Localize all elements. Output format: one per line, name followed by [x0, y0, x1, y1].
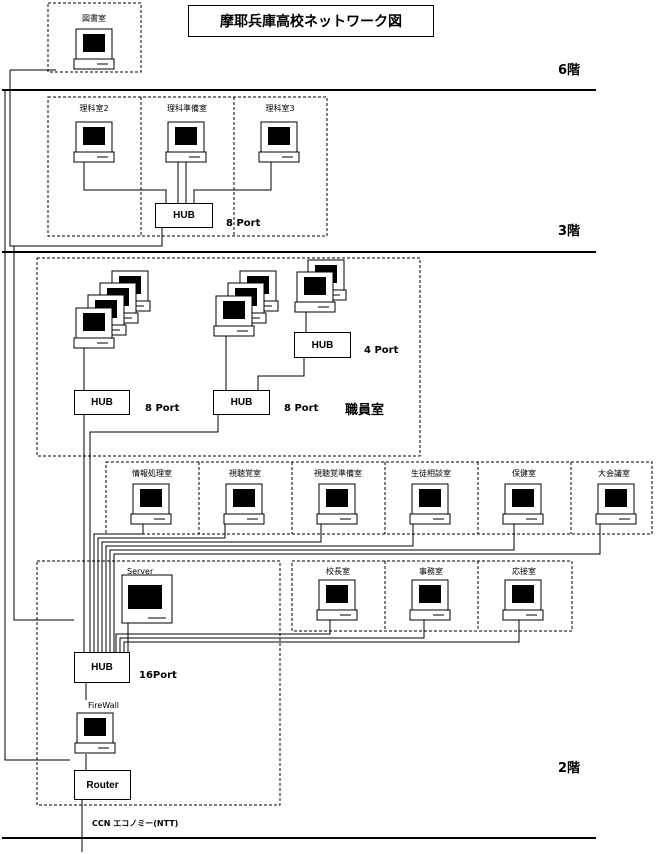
av-prep-pc: [316, 483, 358, 525]
wan-label: CCN エコノミー(NTT): [92, 819, 179, 828]
floor-label-3: 3階: [558, 224, 581, 239]
room-label-staff-room: 職員室: [345, 403, 385, 418]
port-label-staff-b: 8 Port: [284, 403, 319, 414]
floor2-main-frame: [36, 560, 281, 806]
hub-3f: HUB: [155, 203, 213, 228]
room-label-av-room: 視聴覚室: [229, 469, 261, 478]
router: Router: [74, 770, 131, 800]
science3-pc: [258, 121, 300, 163]
port-label-main: 16Port: [139, 670, 177, 681]
science2-pc: [73, 121, 115, 163]
staff-room-frame: [36, 257, 421, 457]
room-label-av-prep: 視聴覚準備室: [314, 469, 362, 478]
port-label-staff-4: 4 Port: [364, 345, 399, 356]
room-label-science-prep: 理科準備室: [167, 104, 207, 113]
counseling-pc: [409, 483, 451, 525]
room-label-health: 保健室: [512, 469, 536, 478]
room-label-science3: 理科室3: [265, 104, 295, 113]
cabling: [4, 69, 601, 852]
hub-main: HUB: [74, 652, 130, 683]
special-rooms-frame: [105, 461, 653, 535]
computers: [73, 28, 637, 754]
server-label: Server: [127, 567, 154, 576]
floor-label-6: 6階: [558, 63, 581, 78]
library-frame: [47, 2, 142, 73]
library-pc: [73, 28, 115, 70]
principal-pc: [316, 579, 358, 621]
room-label-info-processing: 情報処理室: [132, 469, 172, 478]
conference-pc: [595, 483, 637, 525]
firewall-label: FireWall: [88, 701, 120, 710]
room-label-office: 事務室: [419, 567, 443, 576]
server-machine: [121, 574, 173, 624]
room-label-principal: 校長室: [326, 567, 350, 576]
room-frames: [36, 2, 653, 806]
room-label-counseling: 生徒相談室: [411, 469, 451, 478]
hub-staff-a: HUB: [74, 390, 130, 415]
room-label-reception: 応接室: [512, 567, 536, 576]
firewall-pc: [74, 712, 116, 754]
page-title: 摩耶兵庫高校ネットワーク図: [188, 5, 434, 37]
staff-pc-group-2: [213, 295, 255, 337]
floor-label-2: 2階: [558, 761, 581, 776]
science-frame: [47, 96, 328, 237]
staff-pc-group-1: [73, 307, 115, 349]
av-room-pc: [223, 483, 265, 525]
port-label-3f: 8 Port: [226, 218, 261, 229]
port-label-staff-a: 8 Port: [145, 403, 180, 414]
hub-staff-b: HUB: [213, 390, 270, 415]
science-prep-pc: [165, 121, 207, 163]
office-pc: [409, 579, 451, 621]
room-label-conference: 大会議室: [598, 469, 630, 478]
info-processing-pc: [130, 483, 172, 525]
admin-rooms-frame: [291, 560, 573, 632]
reception-pc: [502, 579, 544, 621]
floor-lines: [2, 89, 596, 839]
staff-pc-group-3: [294, 271, 336, 313]
hub-staff-4port: HUB: [294, 332, 351, 358]
health-pc: [502, 483, 544, 525]
room-label-science2: 理科室2: [79, 104, 109, 113]
room-label-library: 図書室: [82, 14, 106, 23]
